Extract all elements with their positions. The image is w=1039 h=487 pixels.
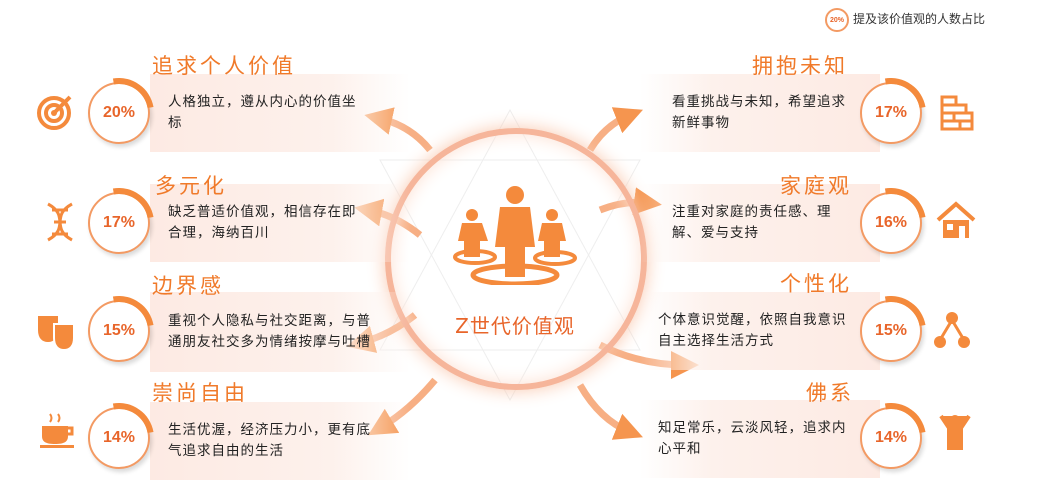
item-desc: 知足常乐，云淡风轻，追求内心平和 (658, 420, 847, 457)
item-desc: 注重对家庭的责任感、理解、爱与支持 (672, 204, 832, 241)
item-box: 知足常乐，云淡风轻，追求内心平和 (640, 400, 880, 478)
legend-label: 提及该价值观的人数占比 (853, 12, 986, 26)
item-desc: 个体意识觉醒，依照自我意识自主选择生活方式 (658, 312, 847, 349)
pct-badge: 16% (860, 192, 922, 254)
item-box: 注重对家庭的责任感、理解、爱与支持 (640, 184, 880, 262)
dna-icon (47, 202, 73, 242)
arrow (576, 383, 643, 440)
house-icon (936, 201, 976, 238)
item-title: 家庭观 (780, 174, 852, 198)
item-desc: 缺乏普适价值观，相信存在即合理，海纳百川 (168, 204, 357, 241)
item-title: 多元化 (155, 174, 227, 198)
item-title: 佛系 (806, 381, 854, 405)
item-title: 拥抱未知 (752, 54, 848, 78)
item-desc: 人格独立，遵从内心的价值坐标 (168, 94, 357, 131)
item-desc: 生活优渥，经济压力小，更有底气追求自由的生活 (168, 422, 371, 459)
masks-icon (38, 316, 75, 352)
item-box: 个体意识觉醒，依照自我意识自主选择生活方式 (640, 292, 880, 370)
target-icon (37, 95, 72, 130)
item-title: 追求个人价值 (152, 54, 296, 78)
pct-badge: 15% (860, 300, 922, 362)
item-desc: 重视个人隐私与社交距离，与普通朋友社交多为情绪按摩与吐槽 (168, 313, 371, 350)
pct-badge: 14% (88, 407, 150, 469)
arrow (586, 107, 643, 152)
item-box: 人格独立，遵从内心的价值坐标 (150, 74, 410, 152)
item-box: 重视个人隐私与社交距离，与普通朋友社交多为情绪按摩与吐槽 (150, 292, 410, 372)
pct-badge: 17% (88, 192, 150, 254)
item-title: 崇尚自由 (152, 381, 248, 405)
item-box: 生活优渥，经济压力小，更有底气追求自由的生活 (150, 402, 410, 480)
brick-wall-icon (940, 95, 974, 131)
pct-badge: 17% (860, 82, 922, 144)
pct-badge: 20% (88, 82, 150, 144)
item-desc: 看重挑战与未知，希望追求新鲜事物 (672, 94, 846, 131)
network-icon (934, 312, 970, 348)
center-title: Z世代价值观 (455, 314, 575, 338)
person-icon (939, 414, 971, 450)
legend-pct-badge: 20% (825, 8, 849, 32)
item-box: 看重挑战与未知，希望追求新鲜事物 (640, 74, 880, 152)
people-group-icon (453, 186, 577, 285)
item-title: 边界感 (152, 274, 224, 298)
item-title: 个性化 (780, 272, 852, 296)
pct-badge: 15% (88, 300, 150, 362)
coffee-icon (40, 413, 74, 448)
pct-badge: 14% (860, 407, 922, 469)
